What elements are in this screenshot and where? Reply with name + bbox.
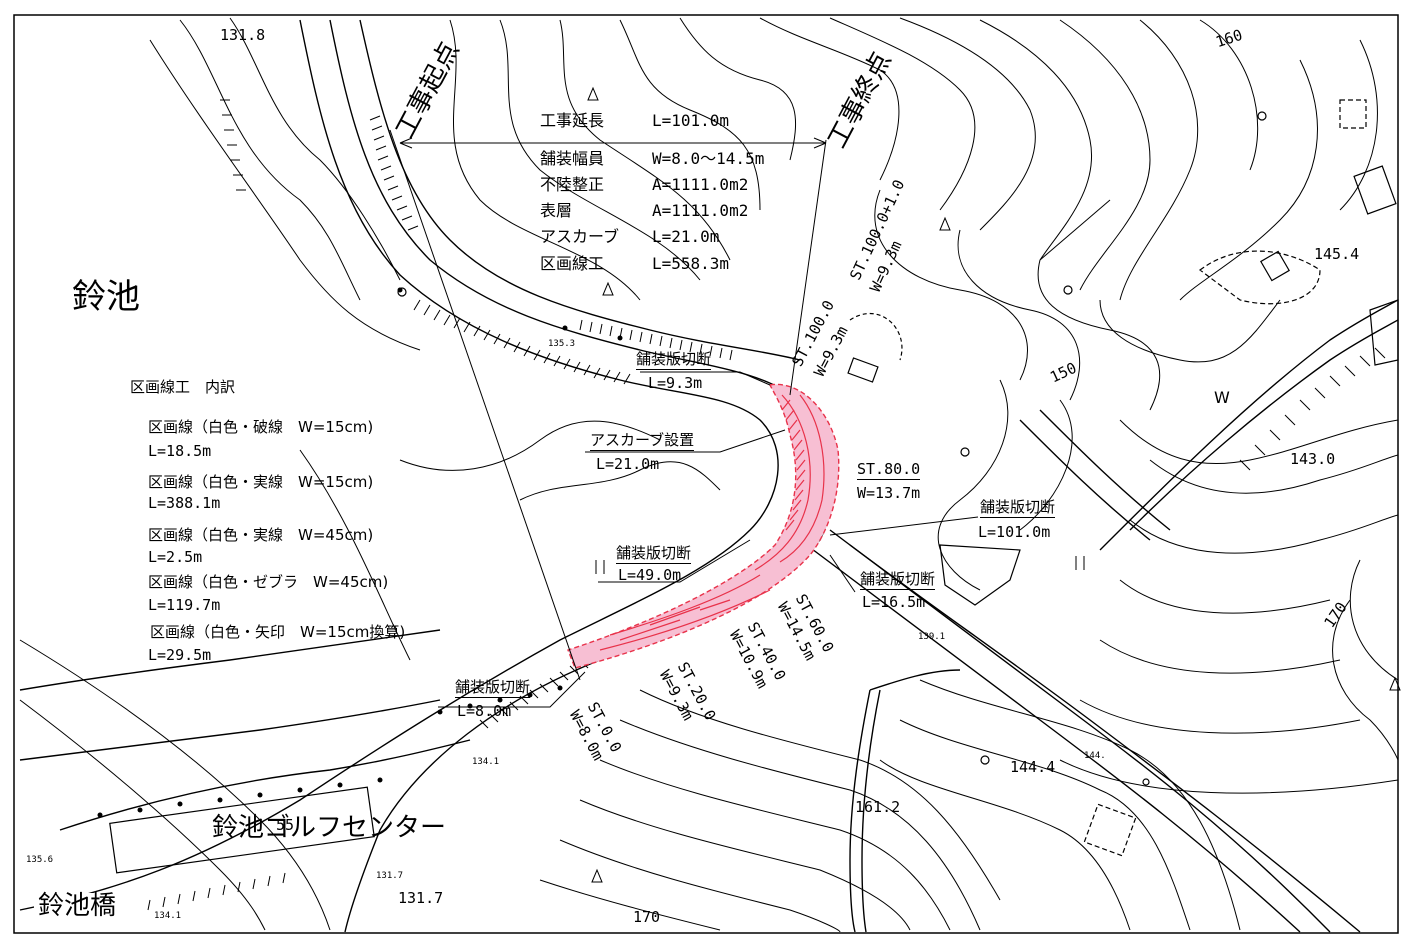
- summary-value: A=1111.0m2: [652, 201, 749, 220]
- summary-label: アスカーブ: [540, 227, 620, 246]
- station-width: W=13.7m: [857, 484, 921, 502]
- slope-hatching: [147, 99, 1386, 911]
- cut-label-title: 舗装版切断: [616, 544, 692, 564]
- elevation-label: 161.2: [855, 798, 901, 816]
- curb-label-value: L=21.0m: [596, 455, 660, 473]
- elevation-label: 131.7: [398, 889, 444, 907]
- spot-height: 131.7: [376, 871, 404, 881]
- breakdown-item-name: 区画線（白色・破線 W=15cm): [148, 418, 374, 436]
- elevation-label: 144.4: [1010, 758, 1056, 776]
- map-symbols: [587, 86, 1401, 883]
- structures: [109, 99, 1399, 874]
- cut-label-value: L=101.0m: [978, 523, 1051, 541]
- breakdown-item-name: 区画線（白色・実線 W=15cm): [148, 473, 374, 491]
- spot-height: 139.1: [918, 632, 946, 642]
- cut-label-title: 舗装版切断: [860, 570, 936, 590]
- leader-lines: [389, 129, 1111, 708]
- cut-label-title: 舗装版切断: [455, 678, 531, 698]
- spot-height: 135.3: [548, 339, 576, 349]
- summary-value: L=21.0m: [652, 227, 720, 246]
- summary-label: 不陸整正: [540, 175, 605, 194]
- golf-center-name: 鈴池ゴルフセンター: [212, 813, 447, 843]
- map-mark-w: W: [1214, 388, 1230, 407]
- pond-name: 鈴池: [72, 277, 140, 317]
- breakdown-title: 区画線工 内訳: [130, 378, 236, 396]
- summary-label: 区画線工: [540, 254, 605, 273]
- spot-height: 134.1: [472, 757, 500, 767]
- summary-value: L=558.3m: [652, 254, 730, 273]
- cut-label-value: L=9.3m: [648, 374, 703, 392]
- summary-value: A=1111.0m2: [652, 175, 749, 194]
- summary-label: 舗装幅員: [540, 149, 605, 168]
- cut-label-value: L=16.5m: [862, 593, 926, 611]
- cut-label-title: 舗装版切断: [980, 498, 1056, 518]
- spot-height: 144.: [1084, 751, 1106, 761]
- fence-dots: [97, 287, 623, 818]
- summary-value: L=101.0m: [652, 111, 730, 130]
- contour-label: 170: [633, 908, 661, 926]
- curb-label-title: アスカーブ設置: [590, 431, 695, 451]
- paving-area: [567, 383, 840, 669]
- bridge-name: 鈴池橋: [34, 893, 121, 919]
- cut-label-value: L=8.0m: [457, 702, 512, 720]
- breakdown-item-length: L=29.5m: [148, 646, 212, 664]
- breakdown-item-name: 区画線（白色・矢印 W=15cm換算): [150, 623, 406, 641]
- site-number: 55: [276, 816, 295, 834]
- elevation-label: 143.0: [1290, 450, 1336, 468]
- summary-value: W=8.0～14.5m: [652, 149, 765, 168]
- breakdown-item-length: L=18.5m: [148, 442, 212, 460]
- spot-height: 135.6: [26, 855, 54, 865]
- station-label: ST.80.0: [857, 460, 921, 480]
- map-frame: [13, 14, 1399, 934]
- cut-label-title: 舗装版切断: [636, 350, 712, 370]
- breakdown-item-length: L=2.5m: [148, 548, 203, 566]
- elevation-label: 145.4: [1314, 245, 1360, 263]
- breakdown-item-name: 区画線（白色・実線 W=45cm): [148, 526, 374, 544]
- breakdown-item-name: 区画線（白色・ゼブラ W=45cm): [148, 573, 389, 591]
- spot-height: 134.1: [154, 911, 182, 921]
- elevation-label: 131.8: [220, 26, 266, 44]
- cut-label-value: L=49.0m: [618, 566, 682, 584]
- breakdown-item-length: L=388.1m: [148, 494, 221, 512]
- summary-label: 表層: [540, 201, 573, 220]
- breakdown-item-length: L=119.7m: [148, 596, 221, 614]
- summary-label: 工事延長: [540, 111, 605, 130]
